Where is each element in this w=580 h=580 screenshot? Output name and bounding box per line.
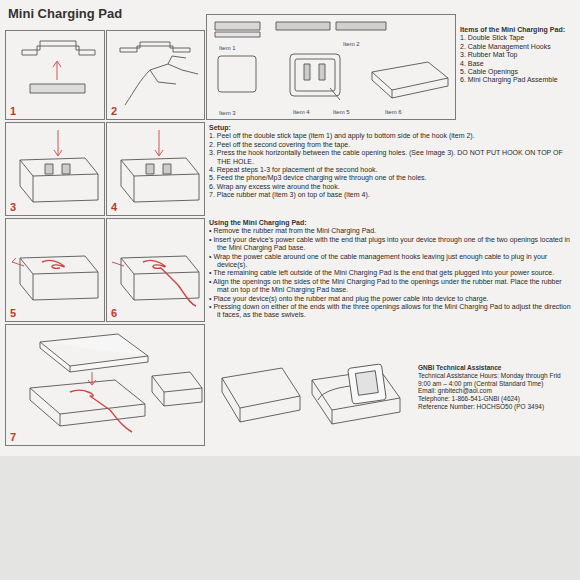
hook-part	[319, 64, 325, 80]
arrow-mark	[54, 130, 62, 156]
step-number: 6	[111, 307, 117, 319]
base-part	[290, 54, 340, 96]
base-part	[295, 59, 335, 91]
instruction-line: 5. Feed the phone/Mp3 device charging wi…	[209, 174, 575, 182]
section-heading: Setup:	[209, 124, 575, 132]
part-label: Item 5	[333, 109, 350, 115]
instruction-line: • Wrap the power cable around one of the…	[209, 253, 575, 270]
step-panel: 3	[5, 122, 105, 216]
instruction-line: 9:00 am – 4:00 pm (Central Standard Time…	[418, 380, 576, 388]
pad-assembly	[372, 62, 448, 98]
instruction-line: 7. Place rubber mat (item 3) on top of b…	[209, 191, 575, 199]
instruction-line: 6. Wrap any excess wire around the hook.	[209, 183, 575, 191]
cable-wire	[42, 260, 64, 268]
step-number: 5	[10, 307, 16, 319]
instruction-line: • Align the openings on the sides of the…	[209, 278, 575, 295]
step-panel: 4	[106, 122, 205, 216]
usage-steps: Using the Mini Charging Pad:• Remove the…	[209, 219, 575, 320]
base-part	[20, 158, 98, 202]
phone-device	[348, 364, 387, 404]
instruction-line: Email: gnbitech@aol.com	[418, 387, 576, 395]
section-heading: Using the Mini Charging Pad:	[209, 219, 575, 227]
instruction-line: • Place your device(s) onto the rubber m…	[209, 295, 575, 303]
part-label: Item 4	[293, 109, 310, 115]
tape-strip	[30, 84, 85, 93]
part-label: Item 1	[219, 45, 236, 51]
sheet-title: Mini Charging Pad	[8, 6, 122, 21]
tape-strip	[215, 32, 260, 37]
hook-part	[22, 41, 95, 55]
cable-wire	[70, 390, 132, 432]
instruction-line: Telephone: 1-866-541-GNBI (4624)	[418, 395, 576, 403]
instruction-line: 4. Repeat steps 1-3 for placement of the…	[209, 166, 575, 174]
hook-part	[276, 22, 330, 30]
tape-strip	[215, 22, 260, 30]
part-label: Item 2	[343, 41, 360, 47]
instruction-line: 3. Press the hook horizontally between t…	[209, 149, 575, 166]
leader-line	[330, 88, 340, 100]
hook-part	[120, 42, 190, 52]
arrow-mark	[112, 262, 124, 266]
hook-part	[62, 164, 70, 174]
step-panel: 6	[106, 218, 205, 322]
arrow-mark	[53, 61, 61, 80]
arrow-mark	[88, 372, 96, 385]
instruction-line: • Pressing down on either of the ends wi…	[209, 303, 575, 320]
base-part	[20, 256, 98, 300]
instruction-line: 2. Cable Management Hooks	[460, 43, 576, 51]
hook-part	[45, 164, 53, 174]
instruction-line: 1. Double Stick Tape	[460, 34, 576, 42]
base-part	[30, 380, 145, 426]
instruction-line: Reference Number: HOCHSO50 (PO 3494)	[418, 403, 576, 411]
instruction-line: • The remaining cable left outside of th…	[209, 269, 575, 277]
support-info: GNBI Technical AssistanceTechnical Assis…	[418, 364, 576, 411]
base-part	[121, 158, 199, 202]
parts-list: Items of the Mini Charging Pad:1. Double…	[460, 26, 576, 85]
hook-part	[163, 164, 171, 174]
hand-sketch	[125, 56, 198, 105]
step-number: 1	[10, 105, 16, 117]
hook-part	[336, 22, 386, 30]
step-panel: 7	[5, 324, 205, 446]
setup-steps: Setup:1. Peel off the double stick tape …	[209, 124, 575, 200]
instruction-line: 1. Peel off the double stick tape (item …	[209, 132, 575, 140]
instruction-line: 5. Cable Openings	[460, 68, 576, 76]
instruction-line: • Insert your device's power cable with …	[209, 236, 575, 253]
step-panel: 1	[5, 30, 105, 120]
instruction-line: 2. Peel off the second covering from the…	[209, 141, 575, 149]
mat-part	[218, 56, 256, 92]
part-label: Item 6	[385, 109, 402, 115]
step-number: 2	[111, 105, 117, 117]
cable-wire	[143, 260, 196, 306]
step-number: 4	[111, 201, 117, 213]
section-heading: Items of the Mini Charging Pad:	[460, 26, 576, 34]
instruction-line: Technical Assistance Hours: Monday throu…	[418, 372, 576, 380]
table-ground	[0, 456, 580, 580]
part-label: Item 3	[219, 110, 236, 116]
step-number: 3	[10, 201, 16, 213]
pad-assembly	[152, 372, 202, 406]
instruction-line: • Remove the rubber mat from the Mini Ch…	[209, 227, 575, 235]
step-panel: 5	[5, 218, 105, 322]
arrow-mark	[155, 130, 163, 156]
arrow-mark	[12, 258, 24, 266]
step-panel: 2	[106, 30, 205, 120]
parts-box: Item 1 Item 2 Item 3 Item 4 Item 5 Item 6	[206, 14, 456, 120]
pad-assembly	[222, 368, 300, 422]
section-heading: GNBI Technical Assistance	[418, 364, 576, 372]
paper-sheet	[0, 0, 580, 456]
cable-wire	[318, 386, 350, 400]
instruction-line: 3. Rubber Mat Top	[460, 51, 576, 59]
hook-part	[146, 164, 154, 174]
mat-part	[40, 334, 148, 372]
instruction-line: 6. Mini Charging Pad Assemble	[460, 76, 576, 84]
step-number: 7	[10, 431, 16, 443]
instruction-line: 4. Base	[460, 60, 576, 68]
hook-part	[304, 64, 310, 80]
phone-screen	[355, 371, 378, 396]
